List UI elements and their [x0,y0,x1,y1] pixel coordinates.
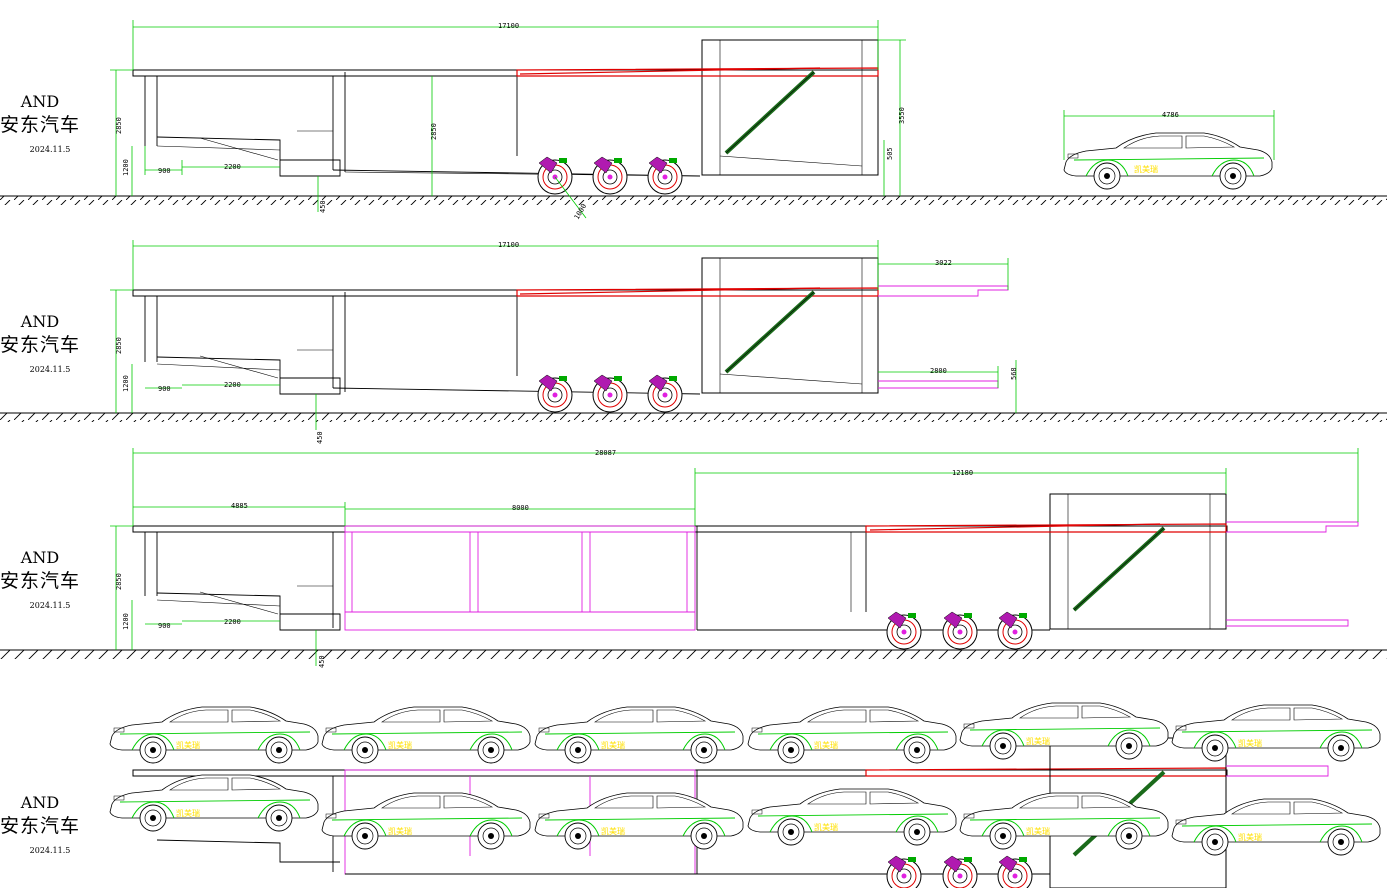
car-label: 凯美瑞 [1238,832,1262,842]
car-upper [747,706,957,764]
upper-ramp-extension [878,285,1009,297]
brand-block-4: AND 安东汽车 2024.11.5 [0,793,80,857]
axle-wheel [592,156,628,195]
car-label: 凯美瑞 [601,826,625,836]
dim-overall-length: 17100 [498,22,519,30]
dim-deck-height: 2850 [115,337,123,354]
car-label: 凯美瑞 [388,826,412,836]
dim-wheel-1000: 1000 [573,202,588,221]
dim-overall-length: 28087 [595,449,616,457]
dim-front-2200: 2200 [224,618,241,626]
car-label: 凯美瑞 [176,740,200,750]
dim-front-section: 4885 [231,502,248,510]
car-lower [109,774,319,832]
car-label: 凯美瑞 [1238,738,1262,748]
dim-rear-505: 505 [886,147,894,160]
dim-total-height: 3550 [898,107,906,124]
axle-wheel [537,156,573,195]
dim-front-900: 900 [158,385,171,393]
rear-frame [701,39,879,176]
dim-deck-height: 2850 [115,573,123,590]
brand-english: AND [20,793,60,812]
car-label: 凯美瑞 [1026,736,1050,746]
view-stretched: 28087 12180 4885 8000 2850 1200 900 2200… [0,448,1387,668]
dim-front-900: 900 [158,167,171,175]
car-lower [959,792,1169,850]
upper-deck [132,69,879,77]
car-upper [534,706,744,764]
car-label: 凯美瑞 [1026,826,1050,836]
car-lower [747,788,957,846]
car-label: 凯美瑞 [176,808,200,818]
car-upper [321,706,531,764]
brand-chinese: 安东汽车 [0,815,81,837]
dim-middle-section: 8000 [512,504,529,512]
dim-front-2200: 2200 [224,381,241,389]
dim-car-length: 4786 [1162,111,1179,119]
dim-ground-450: 450 [318,655,326,668]
dim-lower-ext: 2800 [930,367,947,375]
brand-english: AND [20,312,60,331]
car-label: 凯美瑞 [388,740,412,750]
dim-front-2200: 2200 [224,163,241,171]
brand-chinese: 安东汽车 [0,114,81,136]
dim-lower-height: 1200 [122,159,130,176]
car-label: 凯美瑞 [1134,164,1158,174]
view-standard: 17100 2850 2850 1200 900 2200 450 3550 5… [0,20,1387,221]
ground-hatch [0,413,1387,422]
dim-ground-450: 450 [316,431,324,444]
brand-chinese: 安东汽车 [0,334,81,356]
brand-english: AND [20,92,60,111]
lower-ramp-extension [878,380,999,389]
brand-block-3: AND 安东汽车 2024.11.5 [0,548,80,612]
car-label: 凯美瑞 [814,822,838,832]
drawing-date: 2024.11.5 [29,365,71,374]
dim-upper-ext: 3022 [935,259,952,267]
car-single [1063,132,1273,190]
car-upper [1171,704,1381,762]
dim-ground-450: 450 [319,200,327,213]
view-loaded: 凯美瑞 凯美瑞 凯美瑞 凯美瑞 凯美瑞 凯美瑞 凯美瑞 凯美瑞 凯美瑞 凯美瑞 … [109,702,1381,888]
drawing-date: 2024.11.5 [29,846,71,855]
dim-lower-height: 1200 [122,375,130,392]
car-upper [959,702,1169,760]
brand-block-1: AND 安东汽车 2024.11.5 [0,92,80,156]
car-lower [321,792,531,850]
ground-hatch [0,196,1387,205]
car-label: 凯美瑞 [601,740,625,750]
dim-lower-height: 1200 [122,613,130,630]
brand-english: AND [20,548,60,567]
brand-chinese: 安东汽车 [0,570,81,592]
dim-middle-height: 2850 [430,123,438,140]
ground-hatch [0,650,1387,659]
car-lower [534,792,744,850]
view-extended-ramps: 17100 3022 2800 568 2850 1200 900 2200 4… [0,240,1387,444]
drawing-date: 2024.11.5 [29,145,71,154]
dim-overall-length: 17100 [498,241,519,249]
drawing-date: 2024.11.5 [29,601,71,610]
dim-deck-height: 2850 [115,117,123,134]
dim-rear-section: 12180 [952,469,973,477]
car-label: 凯美瑞 [814,740,838,750]
dim-rear-568: 568 [1010,367,1018,380]
dim-front-900: 900 [158,622,171,630]
axle-wheel [647,156,683,195]
car-upper [109,706,319,764]
car-lower [1171,798,1381,856]
brand-block-2: AND 安东汽车 2024.11.5 [0,312,80,376]
stretch-section [344,525,696,631]
